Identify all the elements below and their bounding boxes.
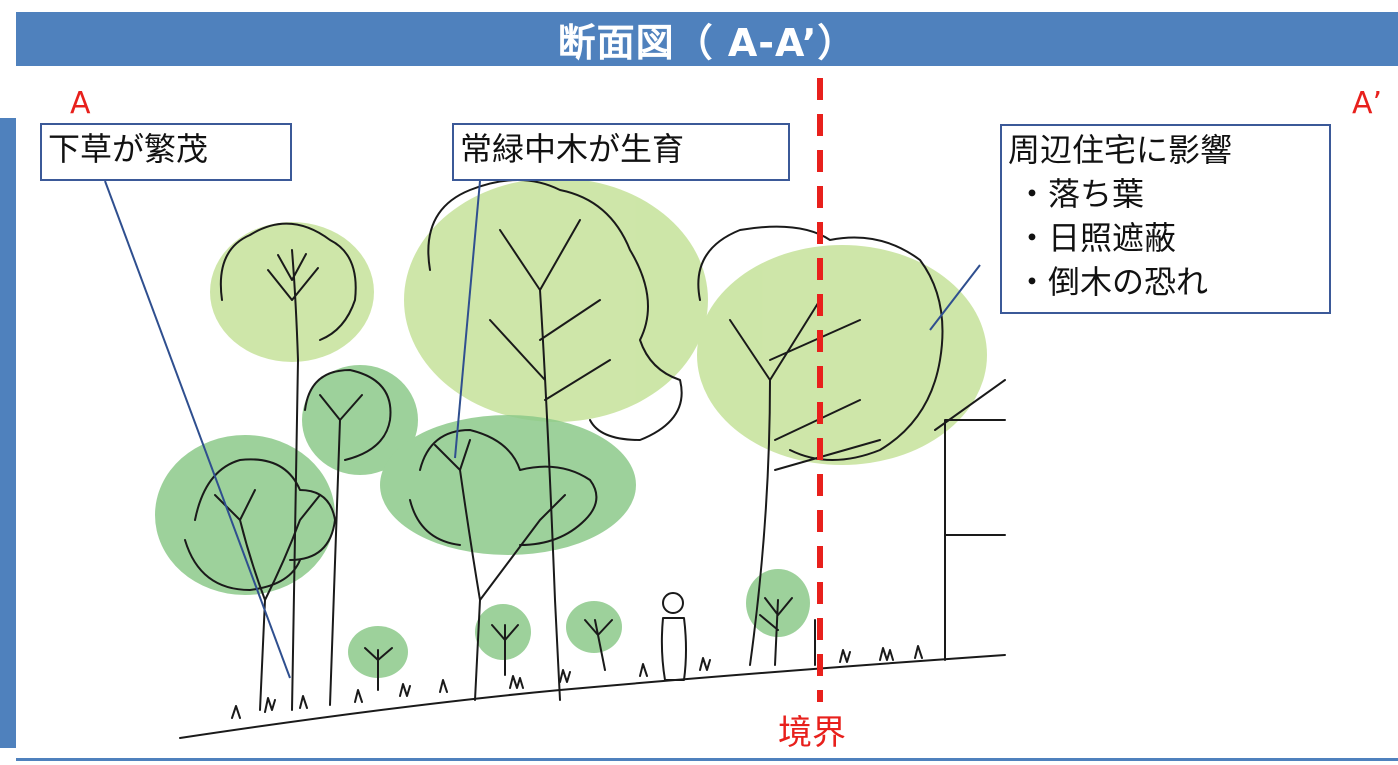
- leader-impact: [929, 264, 981, 331]
- mid-canopies: [155, 365, 810, 678]
- section-marker-end: A’: [1352, 86, 1383, 121]
- canopy-center-tall: [404, 178, 708, 422]
- shrub-3: [566, 601, 622, 653]
- callout-undergrowth: 下草が繁茂: [40, 123, 292, 181]
- canopy-left-tall: [210, 222, 374, 362]
- shrub-2: [475, 604, 531, 660]
- leader-lines: [104, 180, 981, 679]
- section-marker-start: A: [70, 86, 91, 121]
- callout-impact: 周辺住宅に影響 ・落ち葉 ・日照遮蔽 ・倒木の恐れ: [1000, 124, 1331, 314]
- canopy-small-mid: [302, 365, 418, 475]
- left-accent-strip: [0, 118, 16, 748]
- bottom-divider: [16, 758, 1398, 761]
- canopy-center-mid: [380, 415, 636, 555]
- page-title: 断面図（ A-A’）: [16, 12, 1398, 66]
- canopy-right-tall: [697, 245, 987, 465]
- callout-evergreen: 常緑中木が生育: [452, 123, 790, 181]
- callout-impact-item: ・落ち葉: [1016, 175, 1145, 213]
- callout-impact-heading: 周辺住宅に影響: [1008, 131, 1233, 169]
- callout-impact-item: ・倒木の恐れ: [1016, 263, 1209, 301]
- boundary-label: 境界: [778, 713, 846, 753]
- leader-evergreen: [454, 180, 481, 459]
- callout-impact-item: ・日照遮蔽: [1016, 219, 1177, 257]
- leader-undergrowth: [104, 180, 291, 679]
